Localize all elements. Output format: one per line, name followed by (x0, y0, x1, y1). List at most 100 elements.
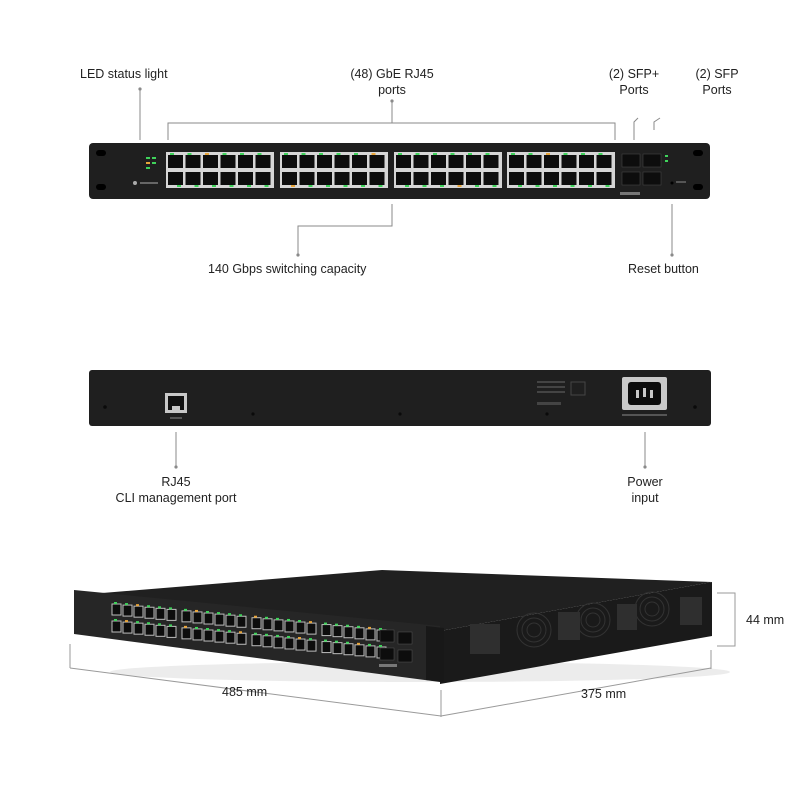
reset-button[interactable] (670, 181, 674, 185)
rj45-port (334, 172, 350, 185)
rj45-port (220, 155, 236, 168)
rj45-cli-port-label: RJ45 CLI management port (96, 474, 256, 506)
iso-rj45-port (321, 641, 332, 654)
port-led (291, 185, 295, 187)
rj45-port (168, 155, 183, 168)
power-inlet-icon (622, 377, 667, 416)
iso-port-led (169, 607, 172, 610)
port-led (247, 185, 251, 187)
port-led (361, 185, 365, 187)
port-led (563, 153, 568, 155)
switch-rear-panel (89, 370, 711, 426)
rj45-port (544, 155, 559, 168)
iso-port-led (298, 637, 301, 640)
iso-port-led (158, 606, 161, 609)
rj45-port (317, 172, 332, 185)
port-led (398, 153, 402, 155)
iso-rj45-port (262, 635, 273, 648)
sfp-plus-label-line1: (2) SFP+ (608, 67, 660, 81)
iso-port-led (136, 604, 139, 607)
iso-rj45-port (306, 639, 317, 652)
port-led (546, 153, 550, 155)
iso-port-led (195, 626, 198, 629)
port-led (440, 185, 444, 187)
iso-port-led (136, 621, 139, 624)
port-led (308, 185, 313, 187)
iso-rj45-port (111, 603, 122, 616)
port-led (433, 153, 437, 155)
rj45-port (282, 155, 297, 168)
iso-rj45-port-array (111, 602, 387, 659)
rj45-ports-label-line1: (48) GbE RJ45 (350, 67, 434, 81)
port-led (485, 153, 490, 155)
port-led (205, 153, 209, 155)
rj45-port (352, 172, 367, 185)
iso-port-led (195, 609, 198, 612)
sfp-cage-icon (621, 153, 662, 186)
iso-port-led (147, 605, 150, 608)
rj45-ports-label: (48) GbE RJ45 ports (320, 66, 464, 98)
port-led (336, 153, 341, 155)
iso-port-led (184, 608, 187, 611)
iso-port-led (217, 629, 220, 632)
rj45-port (299, 172, 315, 185)
port-led (475, 185, 479, 187)
port-led (422, 185, 427, 187)
rj45-port (396, 172, 411, 185)
iso-rj45-port (365, 628, 376, 641)
port-led (535, 185, 540, 187)
port-led (511, 153, 515, 155)
iso-rj45-port (214, 613, 225, 626)
port-led (319, 153, 323, 155)
port-led (187, 153, 192, 155)
power-input-label: Power input (605, 474, 685, 506)
width-dimension-label: 485 mm (222, 685, 268, 699)
iso-rj45-port (122, 604, 133, 617)
rj45-port (255, 172, 271, 185)
rack-ear-icon (96, 150, 703, 190)
rj45-port (483, 172, 499, 185)
sfp-plus-label: (2) SFP+ Ports (598, 66, 670, 98)
iso-rj45-port (111, 620, 122, 633)
rj45-port (431, 155, 446, 168)
rj45-port (185, 155, 201, 168)
iso-port-led (125, 603, 128, 606)
switching-capacity-label: 140 Gbps switching capacity (208, 262, 367, 276)
rj45-port-array (166, 152, 615, 188)
iso-port-led (147, 622, 150, 625)
port-led (240, 153, 244, 155)
sfp-label-line2: Ports (702, 83, 732, 97)
rj45-port (185, 172, 201, 185)
iso-rj45-port (166, 625, 177, 638)
iso-port-led (254, 632, 257, 635)
port-led (378, 185, 383, 187)
rj45-port (561, 172, 577, 185)
rj45-port (579, 172, 594, 185)
iso-port-led (346, 624, 349, 627)
port-led (264, 185, 269, 187)
led-status-light-label: LED status light (80, 67, 168, 81)
rj45-port (509, 155, 524, 168)
iso-port-led (368, 643, 371, 646)
port-led (598, 153, 603, 155)
rj45-port-icon (165, 393, 187, 419)
rj45-port (282, 172, 297, 185)
port-led (284, 153, 288, 155)
sfp-label-line1: (2) SFP (695, 67, 739, 81)
iso-port-led (239, 614, 242, 617)
iso-port-led (217, 612, 220, 615)
rj45-port (509, 172, 524, 185)
iso-rj45-port (273, 636, 284, 649)
switch-front-panel (89, 143, 710, 199)
iso-rj45-port (181, 627, 192, 640)
rj45-port (369, 172, 385, 185)
iso-rj45-port (225, 631, 236, 644)
port-led (450, 153, 455, 155)
iso-rj45-port (166, 608, 177, 621)
iso-rj45-port (332, 642, 343, 655)
rj45-port (334, 155, 350, 168)
rj45-port (255, 155, 271, 168)
iso-port-led (379, 627, 382, 630)
iso-rj45-port (203, 612, 214, 625)
